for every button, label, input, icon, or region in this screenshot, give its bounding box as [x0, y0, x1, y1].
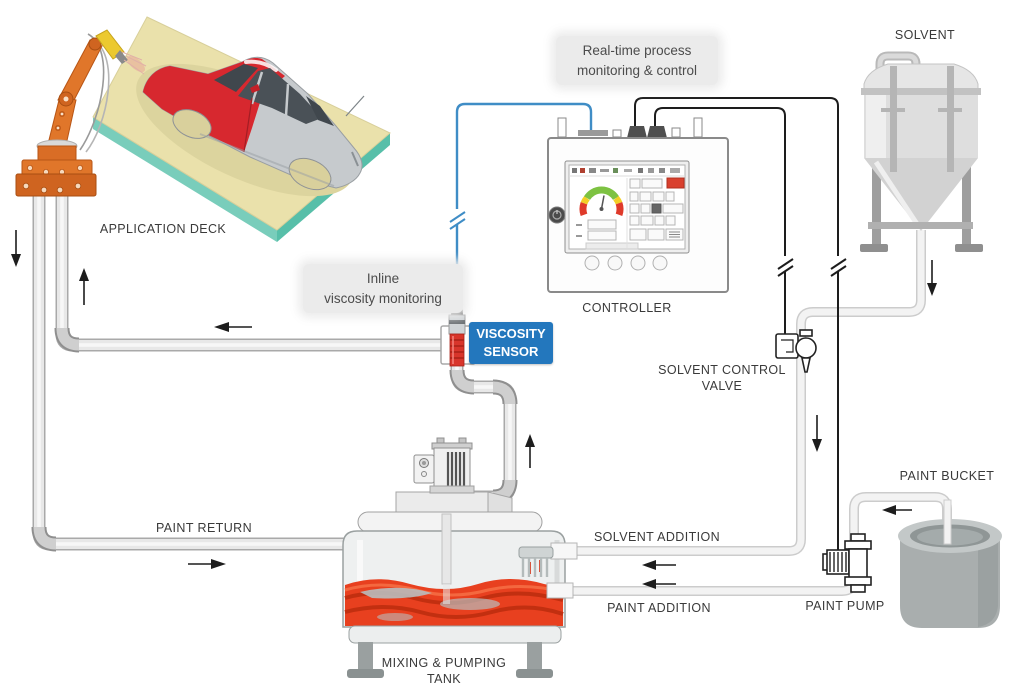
controller-panel	[547, 117, 729, 293]
arrow-down-solvent-outlet	[927, 260, 937, 296]
controller-label: CONTROLLER	[582, 301, 672, 315]
panel-button[interactable]	[652, 255, 668, 271]
paint-return-pipe	[32, 195, 352, 551]
control-cable-paint-pump	[634, 97, 847, 550]
arrow-left-solvent-addition	[642, 560, 676, 570]
paint-pump-icon	[822, 533, 872, 593]
solvent-line	[560, 230, 926, 556]
screen-toolbar	[569, 168, 685, 177]
realtime-callout: Real-time process monitoring & control	[556, 36, 718, 86]
arrow-left-bucket-line	[882, 505, 912, 515]
car-front-wheel-arch	[172, 109, 212, 139]
arrow-up-supply	[79, 268, 89, 305]
arrow-up-riser	[525, 434, 535, 468]
controller-screen[interactable]	[564, 160, 690, 254]
dip-tube	[943, 499, 952, 545]
agitator-shaft	[441, 513, 452, 585]
paint-return-label: PAINT RETURN	[155, 521, 252, 535]
cable-connector-icon	[647, 126, 667, 138]
flow-arrows	[11, 230, 937, 589]
inline-monitoring-callout: Inline viscosity monitoring	[303, 264, 463, 314]
antenna-icon	[557, 117, 567, 138]
antenna-icon	[693, 117, 703, 138]
viscosity-gauge	[579, 186, 624, 216]
solvent-label: SOLVENT	[894, 28, 956, 42]
car-windshield	[214, 64, 258, 92]
robot-arm	[15, 29, 147, 197]
arrow-left-supply	[214, 322, 252, 332]
panel-button[interactable]	[584, 255, 600, 271]
arrow-down-solvent-line	[812, 415, 822, 452]
tank-motor	[395, 437, 513, 515]
paint-bucket-label: PAINT BUCKET	[899, 469, 995, 483]
paint-inlet-stub	[546, 582, 574, 599]
control-cable-solvent-valve	[654, 107, 794, 336]
arrow-left-paint-addition	[642, 579, 676, 589]
signal-cable-blue	[449, 102, 593, 318]
paint-addition-label: PAINT ADDITION	[607, 601, 711, 615]
panel-button[interactable]	[607, 255, 623, 271]
panel-button[interactable]	[630, 255, 646, 271]
arrow-right-return	[188, 559, 226, 569]
application-deck-label: APPLICATION DECK	[99, 222, 227, 236]
mixing-pumping-tank-label: MIXING & PUMPING TANK	[381, 656, 507, 687]
solvent-addition-label: SOLVENT ADDITION	[593, 530, 721, 544]
solvent-sparger	[518, 542, 578, 577]
solvent-control-valve-label: SOLVENT CONTROL VALVE	[658, 363, 786, 394]
mixing-tank	[342, 437, 578, 678]
solvent-valve-icon	[775, 329, 817, 373]
paint-pump-label: PAINT PUMP	[805, 599, 885, 613]
screen-button-grid	[629, 177, 685, 241]
arrow-down-return	[11, 230, 21, 267]
cable-connector-icon	[627, 126, 647, 138]
solvent-tank	[860, 51, 983, 252]
pipe-elbows	[31, 327, 518, 552]
viscosity-sensor-badge: VISCOSITY SENSOR	[469, 322, 553, 364]
car-body	[142, 56, 365, 191]
spray-gun-icon	[95, 29, 147, 75]
paint-bucket	[898, 499, 1002, 628]
power-button-icon[interactable]	[548, 206, 566, 224]
